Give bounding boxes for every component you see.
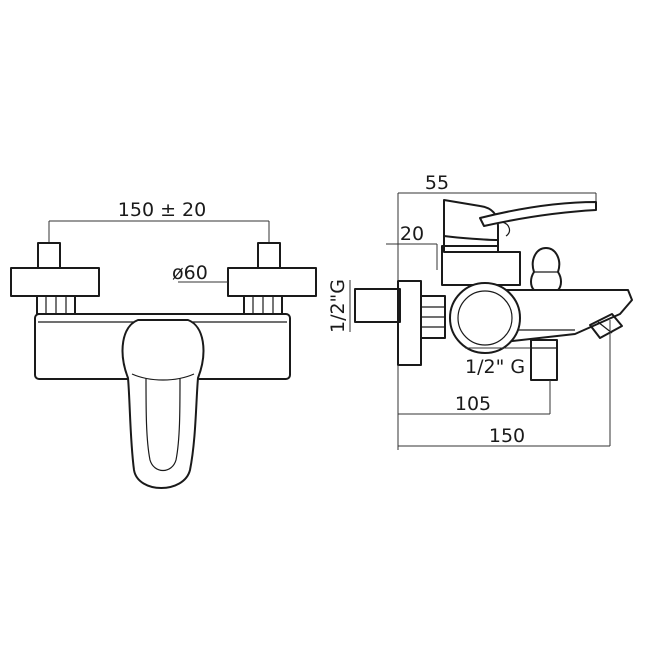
depth-label: 55 <box>425 172 449 194</box>
flange-dimension: ø60 <box>172 262 228 284</box>
spacing-label: 150 ± 20 <box>118 199 206 221</box>
outlet-fitting <box>530 339 558 381</box>
outlet-dimension: 1/2" G <box>465 347 531 378</box>
spout-axis-dimension: 105 <box>397 365 551 450</box>
wall-inlet <box>354 280 446 366</box>
overall-dimension: 150 <box>398 320 611 447</box>
inlet-label: 1/2"G <box>327 279 349 333</box>
diverter-knob <box>530 247 562 291</box>
inlet-dimension: 1/2"G <box>327 279 351 333</box>
mixer-body-side <box>441 199 597 286</box>
spacing-dimension: 150 ± 20 <box>48 199 270 244</box>
flange-label: ø60 <box>172 262 208 284</box>
overall-label: 150 <box>489 425 525 447</box>
wall-gap-dimension: 20 <box>386 223 438 270</box>
outlet-label: 1/2" G <box>465 356 525 378</box>
spout-axis-label: 105 <box>455 393 491 415</box>
left-connector <box>10 242 100 315</box>
lever-handle <box>121 319 205 489</box>
cartridge <box>449 282 521 354</box>
front-view: 150 ± 20 ø60 <box>10 199 317 489</box>
right-connector <box>227 242 317 315</box>
wall-gap-label: 20 <box>400 223 424 245</box>
depth-dimension: 55 <box>397 172 597 280</box>
side-view: 55 20 1/2"G <box>327 172 633 450</box>
